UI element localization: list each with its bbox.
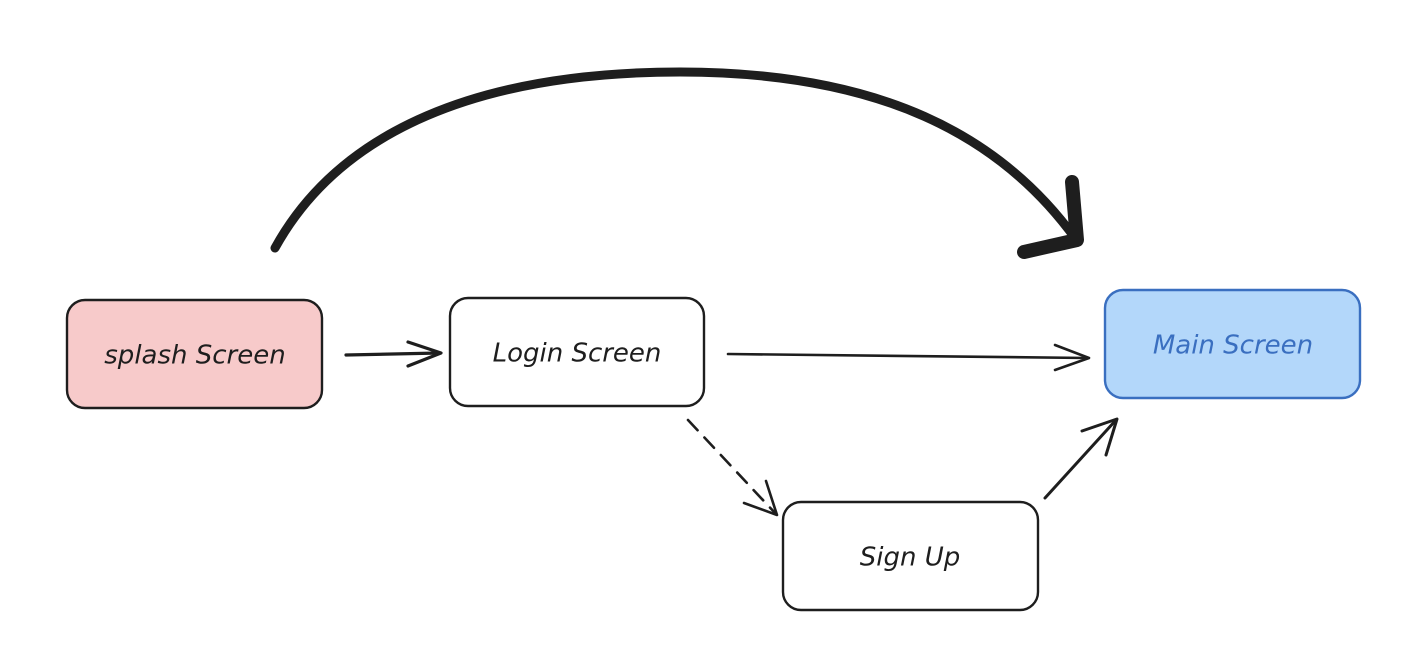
edge-splash-to-login xyxy=(344,340,443,368)
edge-login-to-signup xyxy=(686,418,779,517)
node-sign-up[interactable]: Sign Up xyxy=(781,500,1040,612)
edge-login-to-signup-line xyxy=(686,418,778,516)
node-splash-screen[interactable]: splash Screen xyxy=(65,298,324,410)
node-sign-up-box xyxy=(781,500,1040,612)
edge-signup-to-main xyxy=(1043,417,1119,500)
node-splash-screen-box xyxy=(65,298,324,410)
edge-splash-to-main xyxy=(270,67,1084,259)
node-main-screen-label: Main Screen xyxy=(1153,331,1313,361)
node-sign-up-label: Sign Up xyxy=(860,543,961,573)
edge-login-to-main xyxy=(726,343,1091,372)
node-login-screen-label: Login Screen xyxy=(493,339,662,369)
edge-login-to-main-line xyxy=(726,352,1090,360)
edge-signup-to-main-line xyxy=(1043,418,1118,500)
edge-login-to-main-arrowhead xyxy=(1053,343,1091,372)
node-splash-screen-label: splash Screen xyxy=(104,341,285,371)
edge-signup-to-main-arrowhead xyxy=(1080,417,1119,457)
node-main-screen[interactable]: Main Screen xyxy=(1103,288,1362,400)
edge-splash-to-main-line xyxy=(270,67,1080,253)
edge-splash-to-login-arrowhead xyxy=(406,340,443,368)
edge-splash-to-main-arrowhead xyxy=(1017,175,1084,259)
node-login-screen-box xyxy=(448,296,706,408)
edge-splash-to-login-line xyxy=(344,351,442,357)
edge-login-to-signup-arrowhead xyxy=(742,479,779,517)
node-login-screen[interactable]: Login Screen xyxy=(448,296,706,408)
node-main-screen-box xyxy=(1103,288,1362,400)
